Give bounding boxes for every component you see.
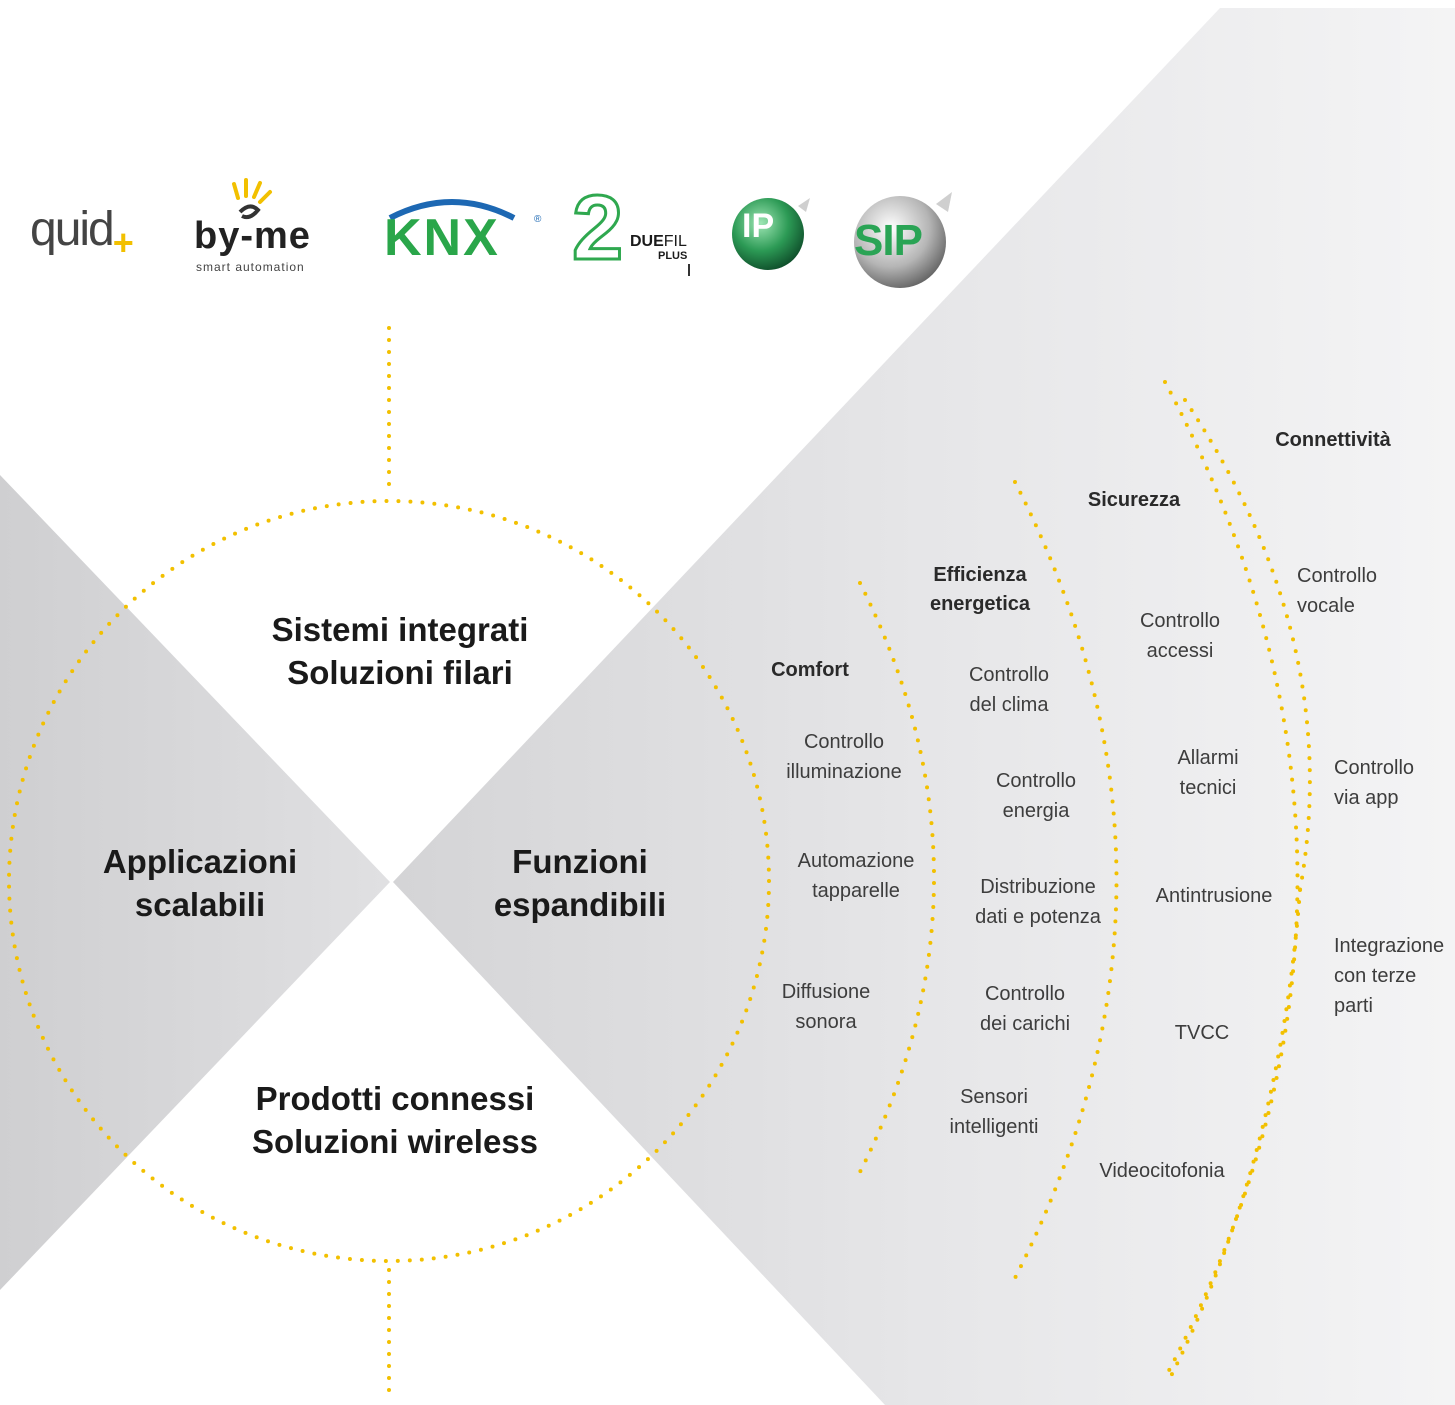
- item-line: Controllo: [995, 770, 1077, 792]
- byme-logo-subtitle: smart automation: [196, 260, 305, 274]
- duefil-logo: 2 DUEFIL PLUS: [570, 181, 702, 280]
- efficienza-item: Controllo dei carichi: [945, 979, 1105, 1039]
- heading-line: Soluzioni wireless: [251, 1123, 539, 1160]
- item-line: Sensori: [960, 1086, 1028, 1108]
- item-line: tapparelle: [812, 880, 900, 902]
- heading-applicazioni-scalabili: Applicazioni scalabili: [50, 840, 350, 926]
- byme-hand-icon: [232, 178, 272, 220]
- byme-logo-text: by-me: [194, 215, 311, 257]
- duefil-logo-numeral: 2: [570, 177, 624, 279]
- sicurezza-item: TVCC: [1122, 1018, 1282, 1048]
- ip-globe-icon: [732, 198, 810, 270]
- item-line: intelligenti: [949, 1116, 1039, 1138]
- sip-globe-icon: [854, 192, 952, 288]
- left-gray-wedge: [0, 475, 390, 1290]
- item-line: Integrazione: [1334, 935, 1445, 957]
- efficienza-title: Efficienza energetica: [900, 561, 1060, 619]
- duefil-logo-bar: [688, 264, 690, 276]
- item-line: Diffusione: [781, 981, 871, 1003]
- ip-logo-text: IP: [742, 207, 775, 245]
- quid-logo-text: quid: [30, 203, 115, 256]
- item-line: Controllo: [984, 983, 1066, 1005]
- item-line: Controllo: [803, 731, 885, 753]
- quid-logo-plus: +: [112, 222, 134, 263]
- connettivita-item: Controllo via app: [1334, 753, 1452, 813]
- heading-line: Sistemi integrati: [271, 611, 529, 648]
- quid-logo: quid+: [30, 200, 134, 263]
- item-line: illuminazione: [786, 761, 902, 783]
- item-line: Controllo: [968, 664, 1050, 686]
- item-line: Videocitofonia: [1099, 1160, 1225, 1182]
- comfort-title: Comfort: [771, 659, 849, 681]
- knx-logo: KNX ®: [382, 192, 542, 272]
- sicurezza-item: Antintrusione: [1134, 881, 1294, 911]
- comfort-item: Controllo illuminazione: [764, 727, 924, 787]
- heading-line: Prodotti connessi: [255, 1080, 535, 1117]
- connettivita-item: Integrazione con terze parti: [1334, 931, 1454, 1021]
- heading-line: Applicazioni: [102, 843, 298, 880]
- efficienza-item: Controllo del clima: [929, 660, 1089, 720]
- connettivita-title: Connettività: [1275, 429, 1391, 451]
- item-line: Controllo: [1297, 565, 1378, 587]
- heading-prodotti-connessi: Prodotti connessi Soluzioni wireless: [170, 1077, 620, 1163]
- item-line: dati e potenza: [975, 906, 1101, 928]
- sicurezza-title: Sicurezza: [1087, 489, 1181, 511]
- duefil-logo-fil: FIL: [663, 233, 687, 250]
- item-line: vocale: [1297, 595, 1355, 617]
- main-dotted-circle: [7, 499, 771, 1263]
- item-line: Controllo: [1139, 610, 1221, 632]
- sip-logo: SIP: [852, 186, 954, 290]
- efficienza-item: Controllo energia: [956, 766, 1116, 826]
- item-line: Automazione: [797, 850, 915, 872]
- item-line: accessi: [1146, 640, 1214, 662]
- item-line: Antintrusione: [1155, 885, 1273, 907]
- connettivita-item: Controllo vocale: [1297, 561, 1447, 621]
- heading-line: Soluzioni filari: [287, 654, 513, 691]
- knx-logo-registered: ®: [534, 214, 542, 225]
- item-line: Controllo: [1334, 757, 1415, 779]
- knx-logo-text: KNX: [384, 209, 500, 267]
- heading-line: Funzioni: [512, 843, 648, 880]
- sicurezza-item: Allarmi tecnici: [1128, 743, 1288, 803]
- item-line: Distribuzione: [980, 876, 1096, 898]
- item-line: via app: [1334, 787, 1399, 809]
- sip-logo-text: SIP: [854, 216, 923, 265]
- duefil-logo-word: DUEFIL: [630, 234, 687, 250]
- efficienza-item: Distribuzione dati e potenza: [948, 872, 1128, 932]
- duefil-logo-plus: PLUS: [658, 250, 688, 262]
- sicurezza-item: Controllo accessi: [1100, 606, 1260, 666]
- item-line: con terze: [1334, 965, 1417, 987]
- heading-sistemi-integrati: Sistemi integrati Soluzioni filari: [190, 608, 610, 694]
- duefil-logo-due: DUE: [630, 233, 664, 250]
- comfort-item: Diffusione sonora: [746, 977, 906, 1037]
- item-line: TVCC: [1174, 1022, 1230, 1044]
- item-line: tecnici: [1179, 777, 1237, 799]
- title-line: Efficienza: [933, 564, 1027, 586]
- ip-logo: IP: [730, 192, 812, 274]
- heading-line: scalabili: [134, 886, 266, 923]
- heading-line: espandibili: [493, 886, 667, 923]
- comfort-item: Automazione tapparelle: [776, 846, 936, 906]
- knx-arc-icon: [388, 199, 516, 221]
- item-line: Allarmi: [1177, 747, 1239, 769]
- heading-funzioni-espandibili: Funzioni espandibili: [440, 840, 720, 926]
- efficienza-item: Sensori intelligenti: [914, 1082, 1074, 1142]
- item-line: energia: [1002, 800, 1070, 822]
- item-line: parti: [1334, 995, 1373, 1017]
- item-line: dei carichi: [979, 1013, 1071, 1035]
- title-line: energetica: [929, 593, 1031, 615]
- sicurezza-item: Videocitofonia: [1082, 1156, 1242, 1186]
- byme-logo: by-me smart automation: [190, 176, 335, 281]
- item-line: del clima: [969, 694, 1049, 716]
- item-line: sonora: [795, 1011, 857, 1033]
